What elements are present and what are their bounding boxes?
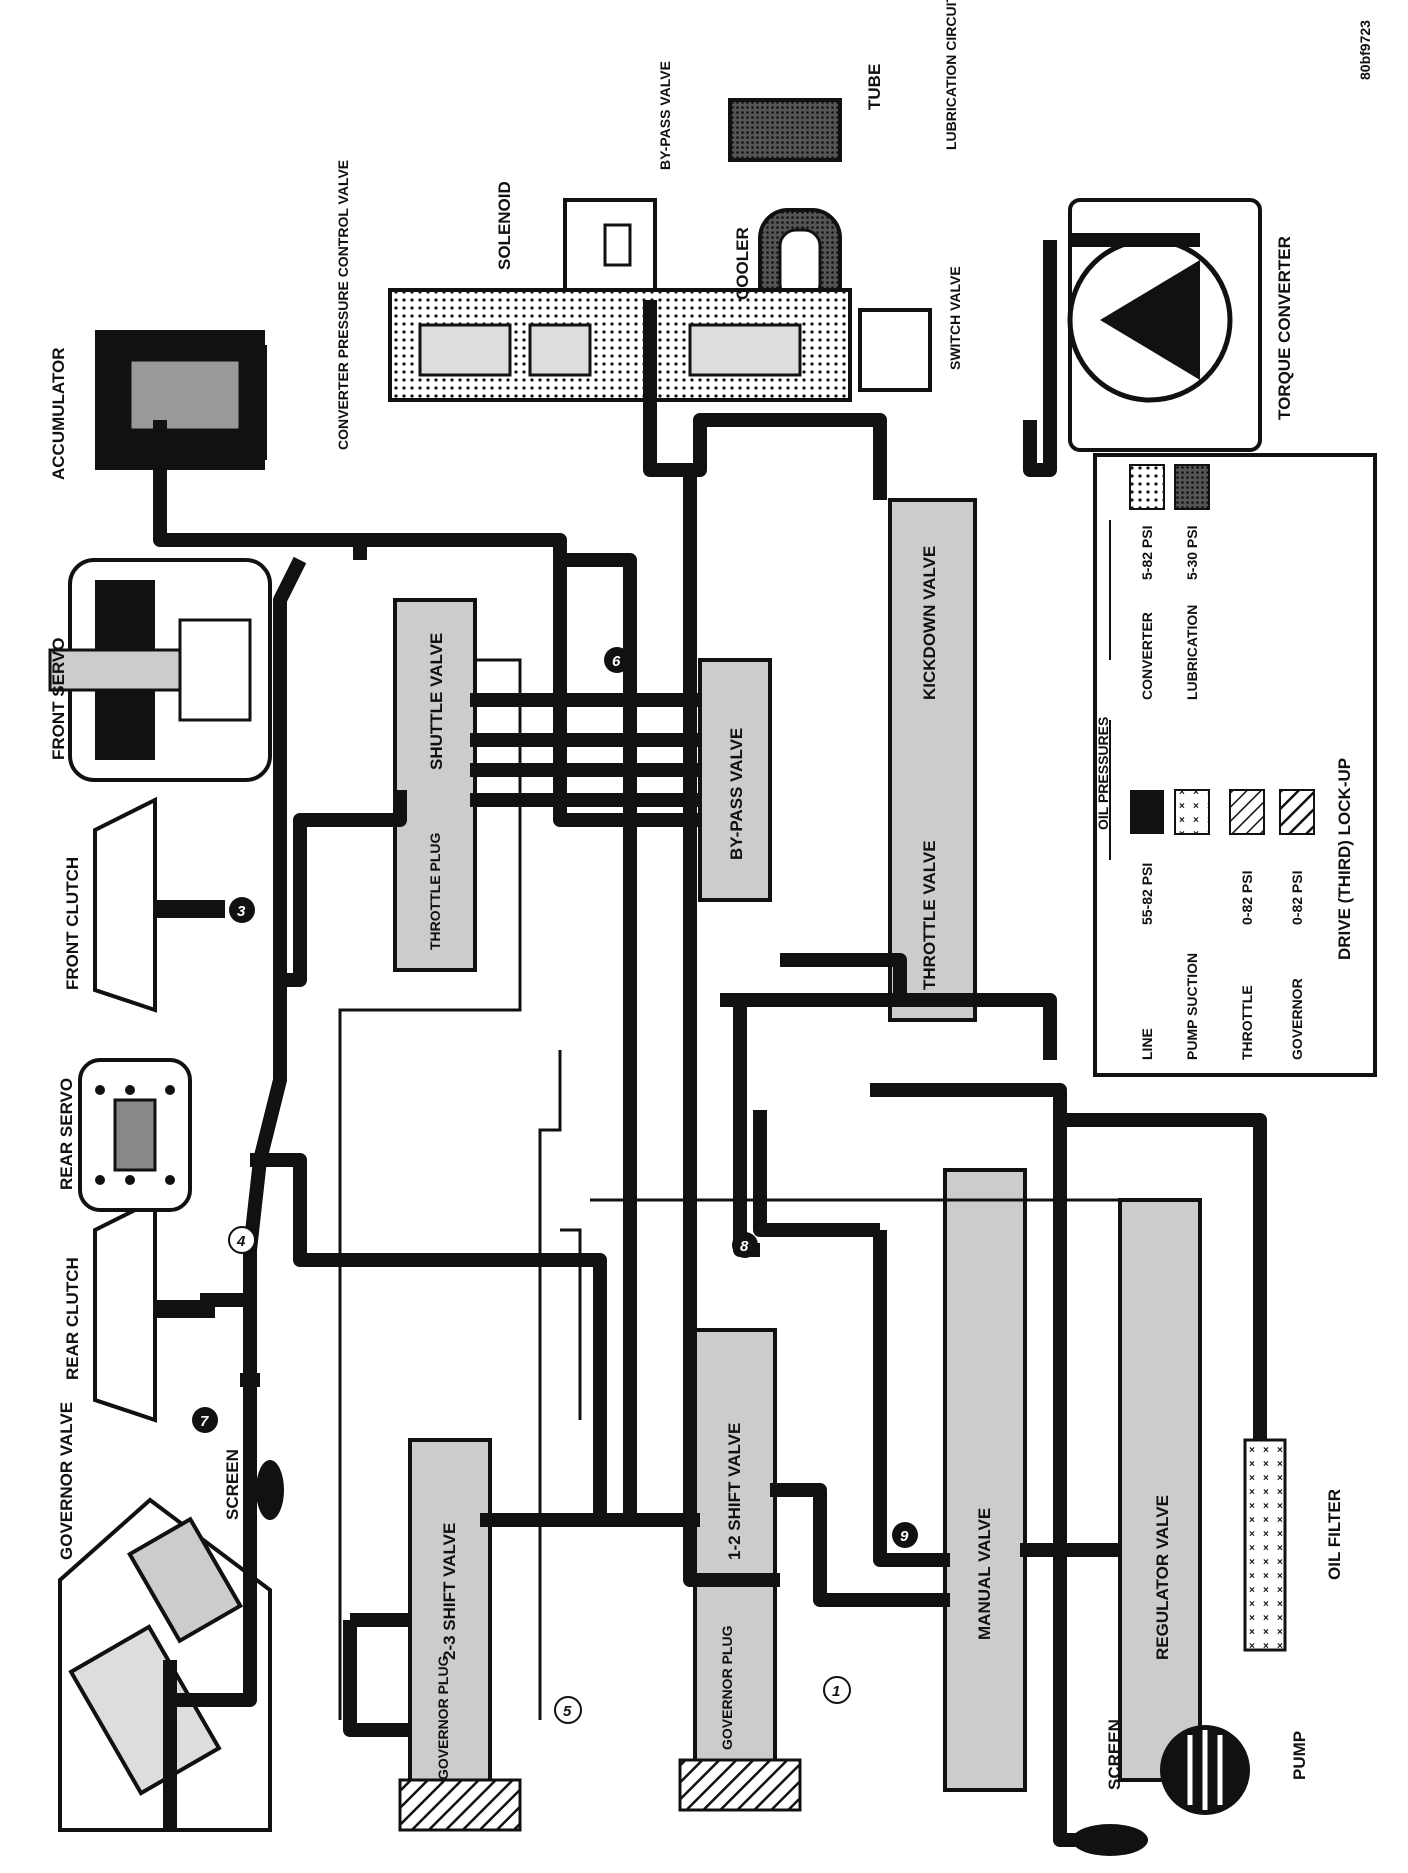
label-throttle-plug: THROTTLE PLUG	[427, 832, 443, 950]
legend-lubrication-range: 5-30 PSI	[1184, 526, 1200, 580]
passage-1: 1	[832, 1683, 840, 1700]
label-lubrication-circuit: LUBRICATION CIRCUIT	[943, 0, 959, 150]
legend-converter-range: 5-82 PSI	[1139, 526, 1155, 580]
label-shuttle-valve: SHUTTLE VALVE	[427, 633, 446, 770]
labels: 80bf9723 GOVERNOR VALVE SCREEN REAR CLUT…	[49, 0, 1373, 1790]
label-tube: TUBE	[865, 64, 884, 110]
rear-servo-body	[78, 1058, 192, 1212]
shift-23-bore	[408, 1438, 492, 1792]
label-manual-valve: MANUAL VALVE	[975, 1508, 994, 1640]
label-switch-valve: SWITCH VALVE	[947, 266, 963, 370]
label-throttle-valve: THROTTLE VALVE	[920, 840, 939, 990]
label-governor-plug-right: GOVERNOR PLUG	[719, 1625, 735, 1750]
legend-title: OIL PRESSURES	[1095, 717, 1111, 830]
screen-bottom-body	[1072, 1824, 1148, 1856]
shuttle-throttle-bore	[393, 598, 477, 972]
switch-valve-body	[858, 308, 932, 392]
oil-filter-body	[1243, 1438, 1287, 1652]
label-screen-bottom: SCREEN	[1105, 1719, 1124, 1790]
label-regulator-valve: REGULATOR VALVE	[1153, 1495, 1172, 1660]
label-pump: PUMP	[1290, 1731, 1309, 1780]
label-front-servo: FRONT SERVO	[49, 638, 68, 760]
legend-caption: DRIVE (THIRD) LOCK-UP	[1335, 758, 1354, 960]
legend-governor-range: 0-82 PSI	[1289, 871, 1305, 925]
label-governor-valve: GOVERNOR VALVE	[57, 1402, 76, 1560]
label-12-shift-valve: 1-2 SHIFT VALVE	[725, 1423, 744, 1560]
label-bypass-valve-top: BY-PASS VALVE	[657, 61, 673, 170]
label-accumulator: ACCUMULATOR	[49, 347, 68, 480]
label-bypass-valve-mid: BY-PASS VALVE	[727, 728, 746, 860]
passage-5: 5	[563, 1703, 572, 1720]
rear-clutch-body	[93, 1196, 215, 1423]
label-converter-pressure-control-valve: CONVERTER PRESSURE CONTROL VALVE	[335, 160, 351, 450]
passage-9: 9	[900, 1528, 909, 1545]
passage-8: 8	[740, 1238, 749, 1255]
regulator-valve-bore	[1118, 1198, 1202, 1782]
label-oil-filter: OIL FILTER	[1325, 1489, 1344, 1580]
legend-lubrication-name: LUBRICATION	[1184, 605, 1200, 700]
throttle-governor-passages	[338, 658, 1202, 1740]
legend-throttle-range: 0-82 PSI	[1239, 871, 1255, 925]
passage-4: 4	[236, 1233, 246, 1250]
accumulator-body	[95, 330, 267, 470]
governor-valve-body	[58, 1497, 272, 1832]
bypass-valve-top-body	[728, 98, 842, 162]
legend-governor-name: GOVERNOR	[1289, 978, 1305, 1060]
legend-line-range: 55-82 PSI	[1139, 863, 1155, 925]
passage-3: 3	[237, 903, 246, 920]
front-clutch-body	[93, 796, 225, 1013]
manual-valve-bore	[943, 1168, 1027, 1792]
legend-box	[1093, 453, 1377, 1077]
passage-7: 7	[200, 1413, 209, 1430]
label-front-clutch: FRONT CLUTCH	[63, 857, 82, 990]
legend-swatches	[1109, 464, 1315, 860]
label-rear-servo: REAR SERVO	[57, 1078, 76, 1190]
label-governor-plug-left: GOVERNOR PLUG	[435, 1655, 451, 1780]
bypass-valve-bore	[698, 658, 772, 902]
label-torque-converter: TORQUE CONVERTER	[1275, 236, 1294, 420]
label-kickdown-valve: KICKDOWN VALVE	[920, 546, 939, 700]
figure-id: 80bf9723	[1357, 20, 1373, 80]
legend-pump-suction-name: PUMP SUCTION	[1184, 953, 1200, 1060]
label-solenoid: SOLENOID	[495, 181, 514, 270]
passage-6: 6	[612, 653, 621, 670]
label-rear-clutch: REAR CLUTCH	[63, 1257, 82, 1380]
legend-throttle-name: THROTTLE	[1239, 985, 1255, 1060]
legend-converter-name: CONVERTER	[1139, 612, 1155, 700]
label-cooler: COOLER	[733, 227, 752, 300]
front-servo-body	[48, 558, 272, 782]
label-screen-top: SCREEN	[223, 1449, 242, 1520]
legend-line-name: LINE	[1139, 1028, 1155, 1060]
screen-top-body	[256, 1460, 284, 1520]
torque-converter-body	[1067, 198, 1262, 452]
kickdown-throttle-bore	[888, 498, 977, 1022]
label-23-shift-valve: 2-3 SHIFT VALVE	[440, 1523, 459, 1660]
passage-numbers: 7 4 3 5 6 8 9 1	[192, 647, 918, 1724]
